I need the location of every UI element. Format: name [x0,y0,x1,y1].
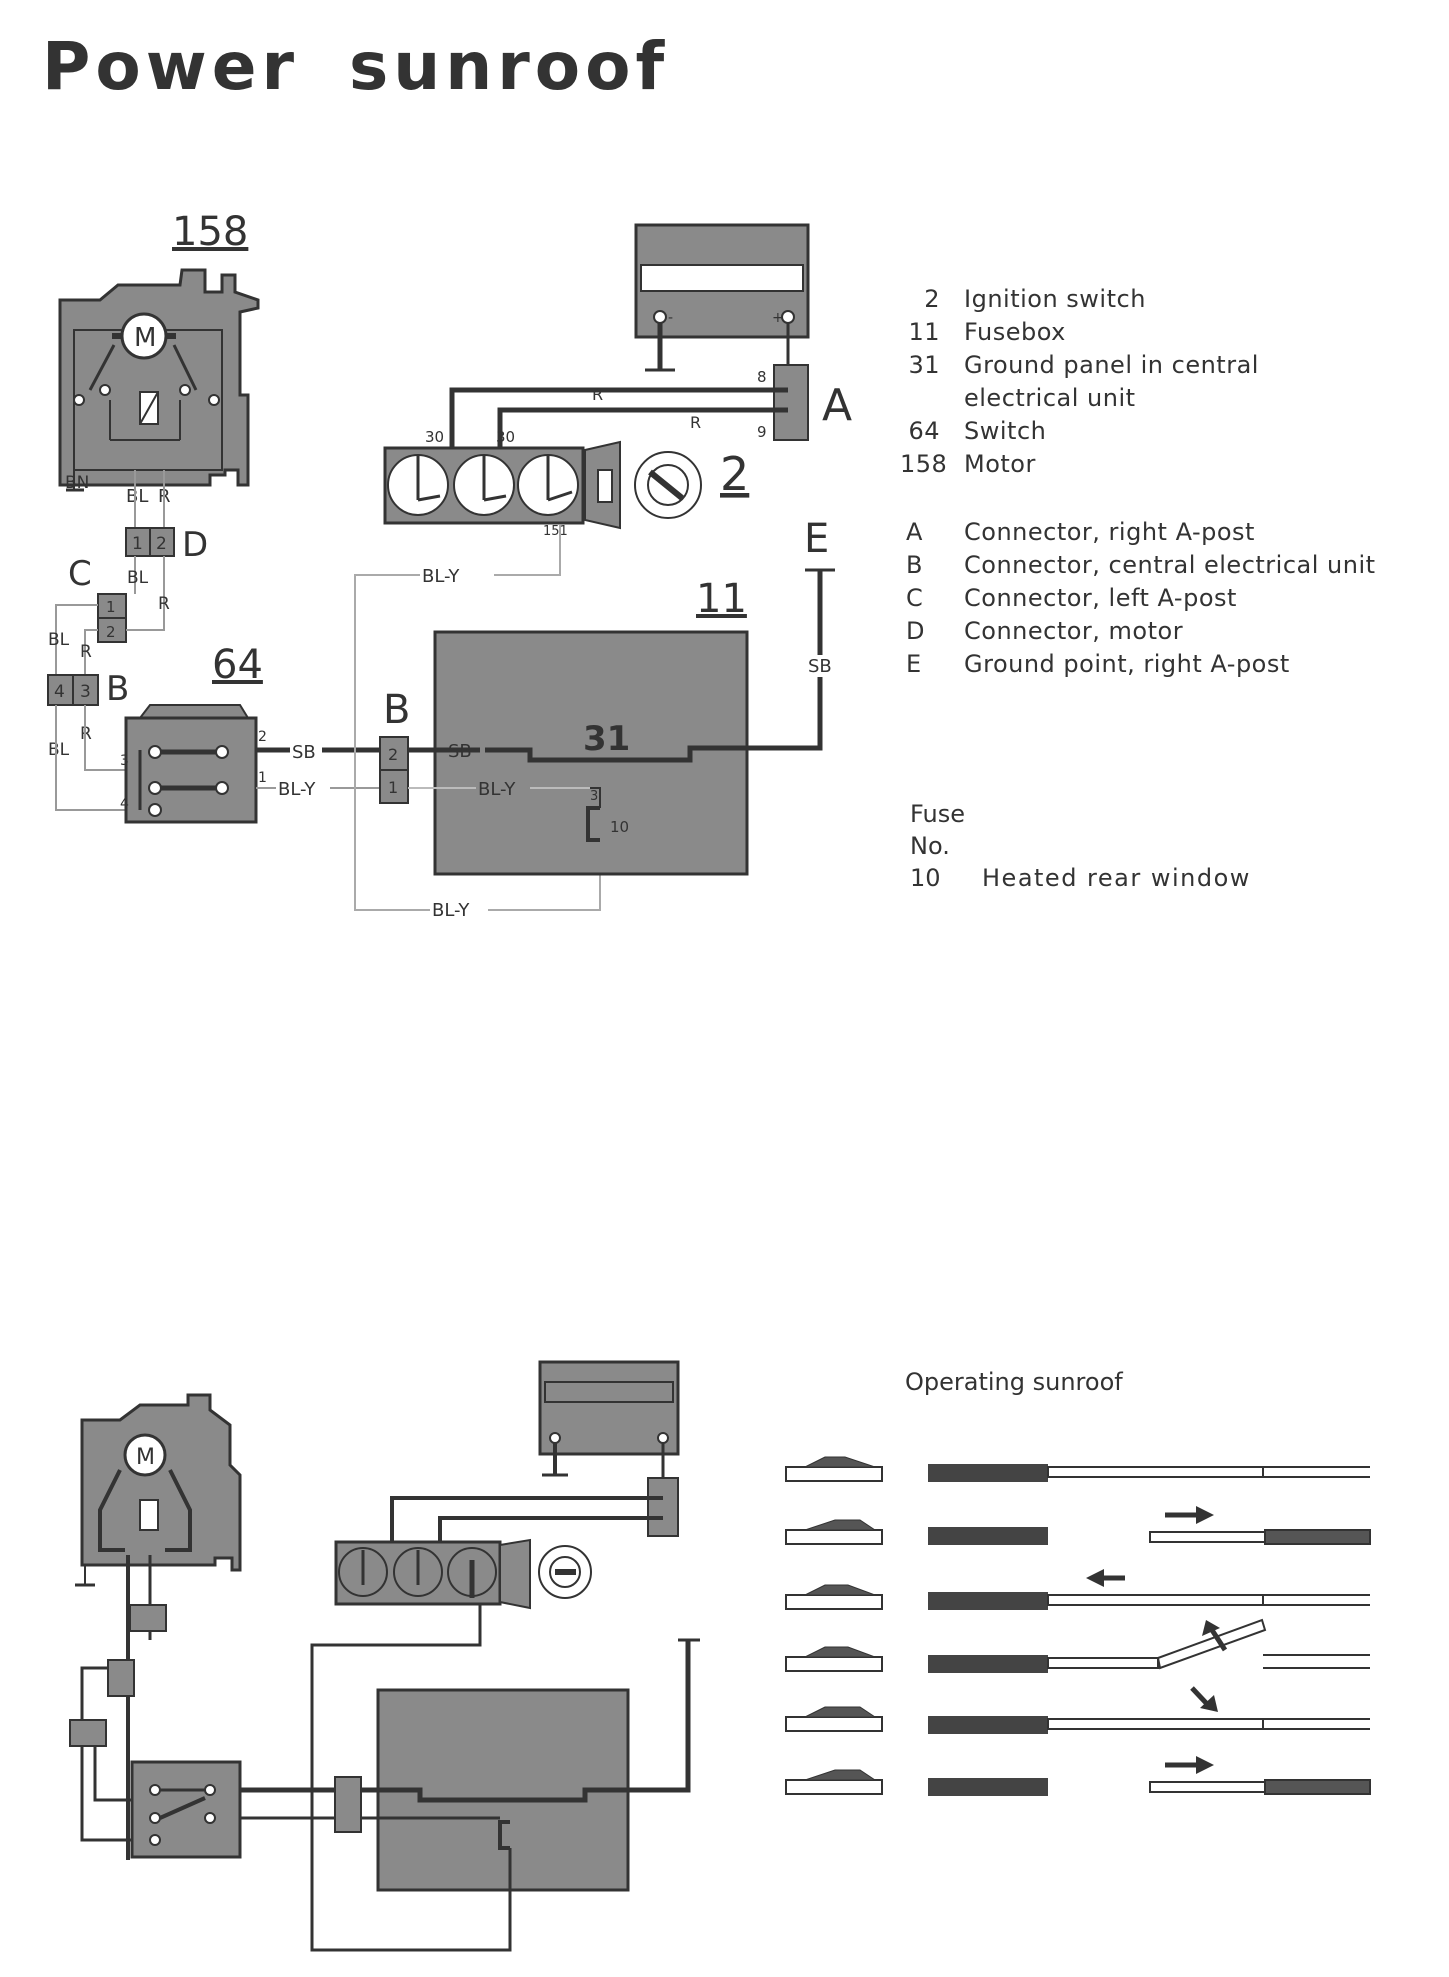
svg-text:3: 3 [120,753,129,769]
battery: - + [634,223,810,372]
svg-text:30: 30 [496,428,515,446]
svg-text:30: 30 [425,428,444,446]
svg-text:3: 3 [80,682,91,702]
connector-d: 1 2 D [125,525,208,565]
motor-158: 158 M BN [58,209,260,493]
svg-text:11: 11 [696,576,747,622]
svg-text:BL: BL [48,740,70,760]
svg-text:BL-Y: BL-Y [422,566,460,587]
op-row-2 [785,1506,1371,1545]
svg-text:31: 31 [583,719,630,759]
svg-text:2: 2 [106,623,116,641]
svg-text:M: M [136,1445,155,1470]
fuse-heading: Fuse [910,800,965,828]
svg-text:C: C [68,554,92,594]
svg-text:BL-Y: BL-Y [478,779,516,800]
svg-text:-: - [668,310,673,326]
op-row-5 [785,1686,1370,1734]
svg-text:SB: SB [808,656,832,677]
op-row-6 [785,1756,1371,1796]
svg-text:+: + [772,310,784,326]
svg-text:A: A [822,380,852,431]
fuse-label: Heated rear window [982,864,1251,892]
svg-text:3: 3 [590,789,598,804]
svg-text:2: 2 [388,745,398,764]
svg-text:SB: SB [448,741,472,762]
operation-diagram: M [69,1360,700,1952]
svg-text:1: 1 [106,598,116,616]
svg-text:9: 9 [757,423,767,441]
op-row-3 [785,1569,1370,1610]
connector-a: 8 9 A [757,364,852,441]
svg-text:10: 10 [610,818,629,836]
svg-text:4: 4 [120,796,129,812]
svg-text:SB: SB [292,742,316,763]
svg-text:BN: BN [65,473,89,493]
switch-64: 64 3 4 2 1 [120,642,267,824]
svg-text:2: 2 [156,534,167,554]
svg-text:M: M [134,323,156,353]
op-row-1 [785,1456,1370,1482]
svg-text:B: B [106,669,129,709]
svg-text:151: 151 [543,524,568,539]
svg-text:B: B [383,687,410,733]
svg-text:BL: BL [126,486,148,507]
svg-text:1: 1 [388,778,398,797]
svg-text:8: 8 [757,368,767,386]
svg-text:R: R [592,385,603,404]
svg-text:E: E [804,516,829,562]
fuse-heading-no: No. [910,832,950,860]
svg-text:158: 158 [172,209,248,255]
svg-text:R: R [158,594,170,614]
ground-e: E SB [804,516,835,748]
svg-text:R: R [690,413,701,432]
fuse-number: 10 [910,864,941,892]
svg-text:BL: BL [48,630,70,650]
connector-c: C 1 2 [68,554,127,643]
page-title: Power sunroof [42,28,670,105]
svg-text:BL-Y: BL-Y [432,900,470,921]
svg-text:1: 1 [258,770,267,786]
op-row-4 [785,1618,1370,1673]
svg-text:BL: BL [127,568,149,588]
operating-title: Operating sunroof [905,1368,1123,1396]
connector-b-left: 4 3 B [47,669,129,709]
svg-text:2: 2 [258,729,267,745]
connector-b-center: B 2 1 [379,687,410,804]
operating-rows [785,1456,1371,1796]
svg-text:R: R [80,642,92,662]
ignition-switch-2: 30 30 2 151 [383,428,749,539]
svg-text:2: 2 [720,447,749,501]
svg-text:BL-Y: BL-Y [278,779,316,800]
svg-text:D: D [182,525,208,565]
svg-text:1: 1 [132,534,143,554]
svg-text:64: 64 [212,642,263,688]
fusebox-11: 11 SB 31 BL-Y 3 10 [408,570,823,876]
svg-text:4: 4 [54,682,65,702]
